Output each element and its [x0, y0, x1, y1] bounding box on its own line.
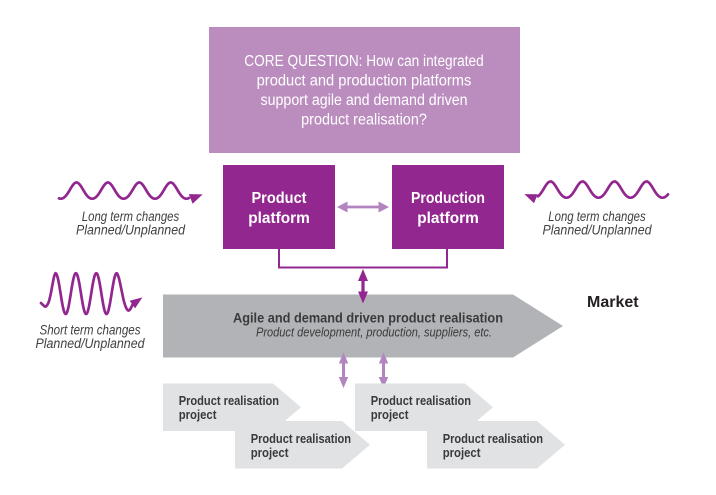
svg-text:project: project — [443, 446, 482, 460]
svg-text:Agile and demand driven produc: Agile and demand driven product realisat… — [233, 310, 503, 326]
svg-text:Market: Market — [587, 294, 639, 311]
svg-text:Planned/Unplanned: Planned/Unplanned — [36, 336, 145, 351]
svg-text:Long term changes: Long term changes — [82, 209, 180, 224]
svg-text:Product realisation: Product realisation — [179, 394, 279, 408]
svg-text:project: project — [371, 408, 410, 422]
svg-text:Product realisation: Product realisation — [251, 432, 351, 446]
svg-text:product realisation?: product realisation? — [301, 112, 427, 129]
svg-text:Long term changes: Long term changes — [548, 209, 646, 224]
svg-text:support agile and demand drive: support agile and demand driven — [261, 92, 468, 109]
svg-text:product and production platfor: product and production platforms — [257, 73, 472, 90]
svg-text:Planned/Unplanned: Planned/Unplanned — [76, 222, 185, 237]
svg-text:Product realisation: Product realisation — [443, 432, 543, 446]
svg-text:platform: platform — [417, 210, 479, 227]
svg-text:Product realisation: Product realisation — [371, 394, 471, 408]
svg-text:project: project — [251, 446, 290, 460]
svg-text:project: project — [179, 408, 218, 422]
svg-text:platform: platform — [248, 210, 310, 227]
svg-text:Planned/Unplanned: Planned/Unplanned — [543, 222, 652, 237]
svg-text:Product: Product — [251, 190, 307, 207]
svg-text:Production: Production — [411, 190, 485, 207]
svg-text:Product development, productio: Product development, production, supplie… — [256, 326, 492, 340]
svg-text:Short term changes: Short term changes — [40, 323, 141, 338]
svg-text:CORE QUESTION: How can integra: CORE QUESTION: How can integrated — [244, 53, 483, 70]
